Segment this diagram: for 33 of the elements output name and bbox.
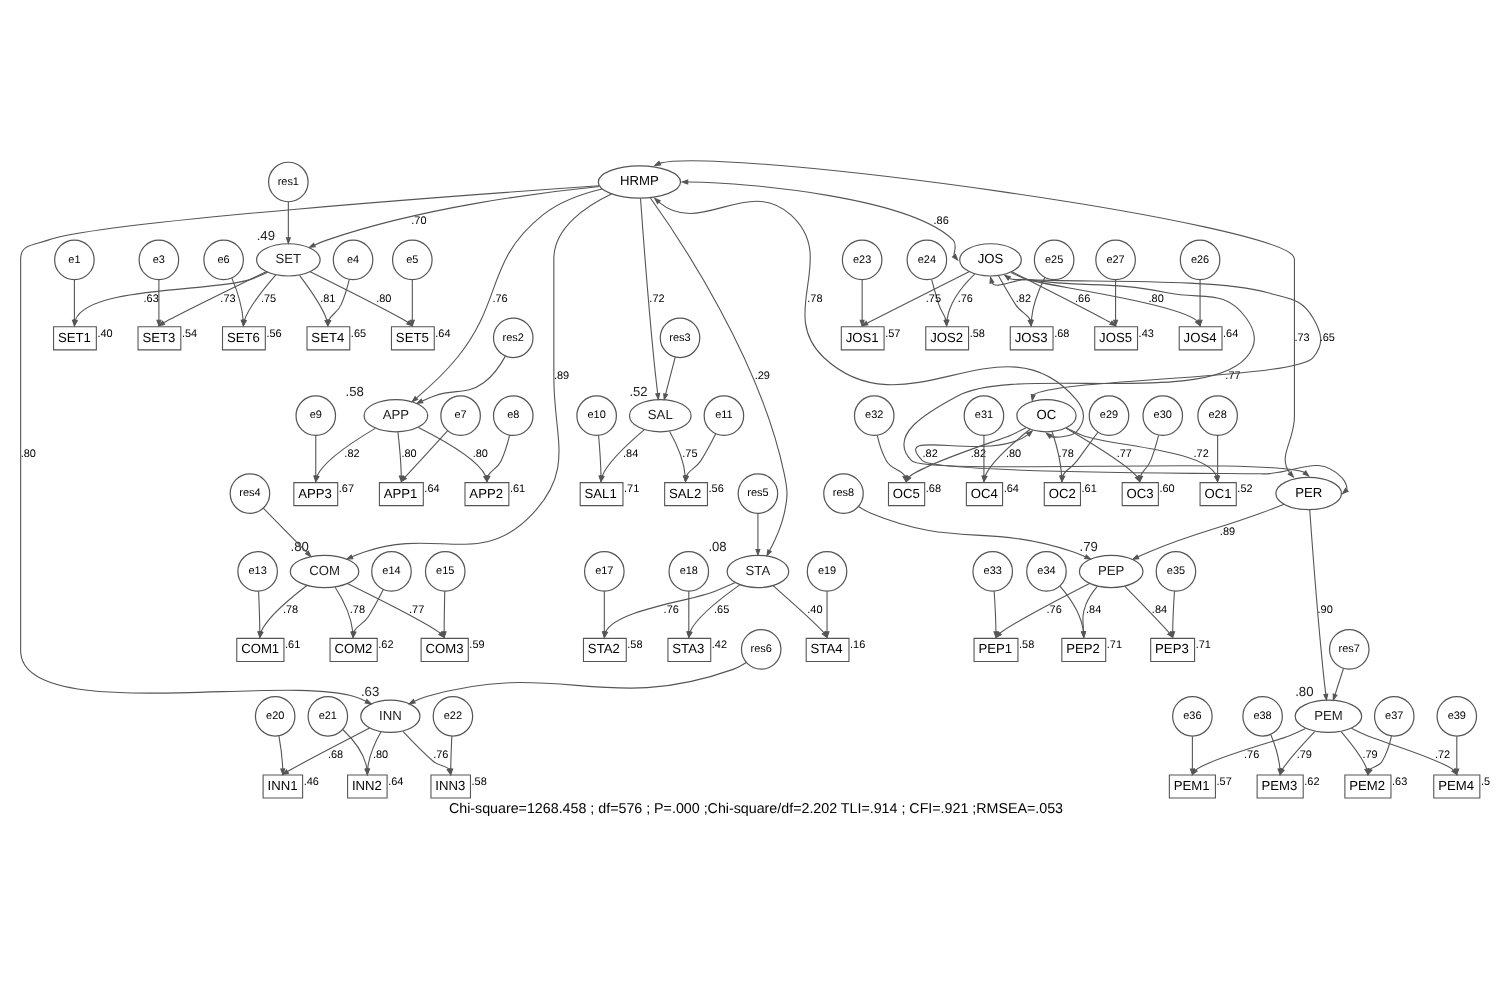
arrow <box>156 279 162 328</box>
arrow <box>649 197 788 557</box>
arrow <box>1189 735 1196 777</box>
arrow <box>639 197 661 401</box>
arrow <box>876 434 908 484</box>
arrow <box>1138 434 1160 484</box>
arrow <box>415 355 506 405</box>
arrow <box>858 505 1092 560</box>
arrow <box>307 185 600 249</box>
arrow <box>1309 509 1329 702</box>
arrow <box>1059 585 1087 639</box>
arrow <box>989 275 1322 402</box>
arrow <box>278 735 286 777</box>
arrow <box>1367 735 1392 776</box>
arrow <box>653 160 1295 479</box>
arrow <box>915 429 1349 495</box>
arrow <box>285 201 292 245</box>
arrow <box>1454 735 1460 777</box>
arrow <box>1131 503 1285 560</box>
arrow <box>407 662 747 705</box>
arrow <box>903 274 1310 478</box>
arrow <box>345 193 612 560</box>
arrow <box>653 197 1084 440</box>
arrow <box>663 356 676 402</box>
arrow <box>397 431 404 484</box>
arrow <box>20 185 600 705</box>
arrow <box>755 512 761 557</box>
arrow <box>262 507 312 558</box>
arrow <box>1332 667 1344 702</box>
arrow <box>1080 585 1098 639</box>
arrow <box>680 179 959 262</box>
arrow <box>1270 733 1283 777</box>
arrow <box>1112 279 1119 328</box>
